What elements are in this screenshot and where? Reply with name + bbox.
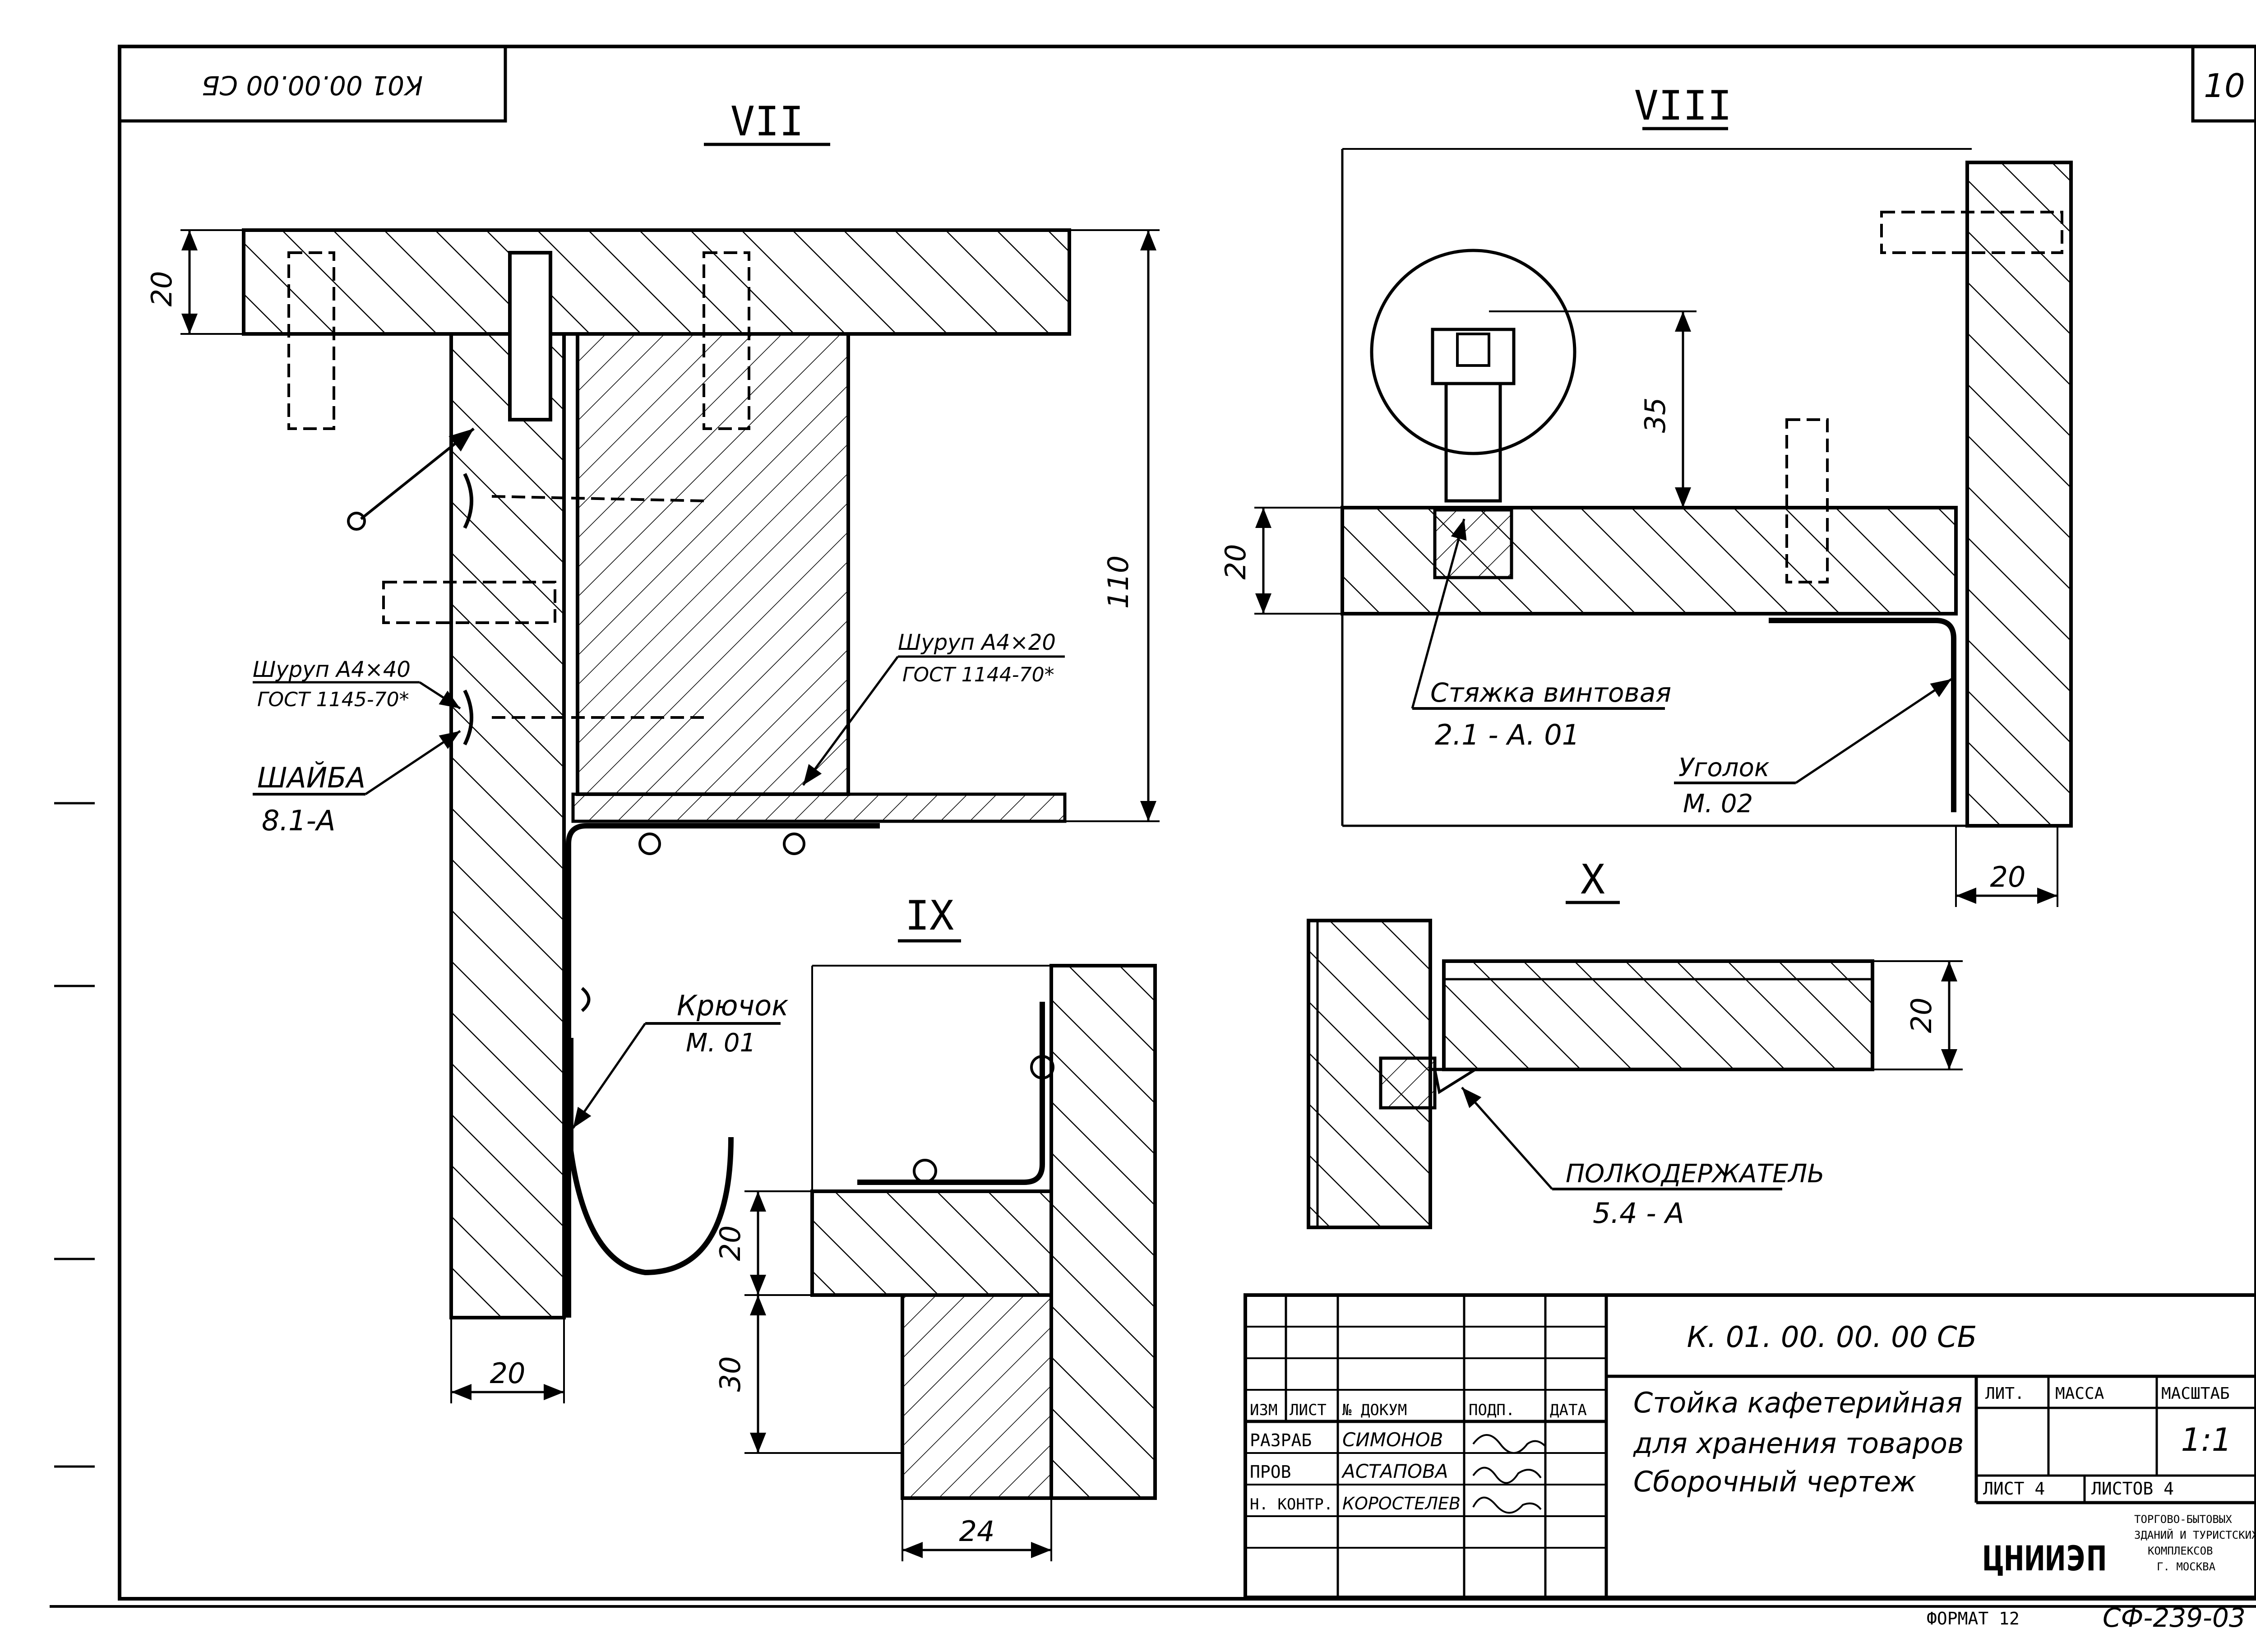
ix-dim-width: 24	[959, 1515, 995, 1548]
vii-wood-block	[576, 332, 850, 796]
rotated-code-box: К01 00.00.00 СБ	[118, 45, 507, 123]
tb-org-short: ЦНИИЭП	[1983, 1538, 2107, 1578]
vii-hook	[568, 1038, 734, 1276]
rotated-code: К01 00.00.00 СБ	[202, 70, 423, 101]
tb-role-check: ПРОВ	[1250, 1462, 1291, 1482]
tb-name-line3: Сборочный чертеж	[1633, 1465, 1916, 1498]
signatures	[1472, 1434, 1546, 1514]
x-dim-thickness: 20	[1905, 998, 1938, 1033]
vii-dim-height: 110	[1102, 555, 1135, 609]
callout-tie: Стяжка винтовая	[1430, 677, 1671, 708]
ix-vertical-board	[1049, 964, 1157, 1500]
tb-org-line2: ЗДАНИЙ И ТУРИСТСКИХ	[2134, 1528, 2256, 1541]
callout-screw-4x20: Шуруп А4×20	[898, 630, 1056, 655]
sheet-frame	[50, 45, 2256, 1608]
view-ix-label: IX	[905, 892, 954, 939]
view-ix: IX 20 30 24	[714, 892, 1157, 1561]
callout-screw-4x40: Шуруп А4×40	[253, 657, 411, 682]
tb-org-line4: Г. МОСКВА	[2157, 1560, 2216, 1573]
callout-washer-ref: 8.1-А	[262, 804, 335, 837]
callout-shelf-holder-ref: 5.4 - А	[1593, 1197, 1684, 1230]
vii-top-board	[242, 228, 1071, 336]
tb-name-line1: Стойка кафетерийная	[1633, 1386, 1962, 1419]
ix-wood-block	[901, 1293, 1053, 1500]
page-number: 10	[2204, 67, 2245, 105]
ix-dim-shelf: 20	[714, 1226, 747, 1261]
viii-dim-width: 20	[1990, 861, 2026, 893]
x-shelf	[1442, 959, 1874, 1071]
tb-sheets-label: ЛИСТОВ 4	[2091, 1479, 2174, 1499]
view-x: X 20 ПОЛКОДЕРЖАТЕЛЬ 5.4 - А	[1307, 856, 1963, 1230]
viii-dim-depth: 35	[1639, 398, 1672, 433]
callout-tie-ref: 2.1 - А. 01	[1435, 718, 1580, 751]
tb-col-sign: ПОДП.	[1469, 1401, 1515, 1419]
view-x-label: X	[1581, 856, 1605, 903]
tb-name-norm: КОРОСТЕЛЕВ	[1342, 1494, 1461, 1513]
tb-designation: К. 01. 00. 00. 00 СБ	[1687, 1321, 1977, 1354]
tb-col-date: ДАТА	[1550, 1401, 1587, 1419]
tb-mass-label: МАССА	[2055, 1384, 2104, 1403]
page-number-box: 10	[2191, 45, 2256, 123]
vii-dim-top-thickness: 20	[145, 271, 178, 307]
tb-col-list: ЛИСТ	[1290, 1401, 1327, 1419]
view-vii: VII 20	[145, 98, 1160, 1403]
tb-col-doc: № ДОКУМ	[1342, 1401, 1407, 1419]
x-shelf-holder	[1379, 1056, 1437, 1110]
album-code: СФ-239-03	[2103, 1602, 2246, 1633]
callout-angle-ref: М. 02	[1683, 789, 1753, 819]
view-vii-label: VII	[730, 98, 804, 145]
vii-angle-bracket	[566, 823, 880, 1318]
ix-shelf	[810, 1189, 1053, 1297]
callout-screw-4x40-gost: ГОСТ 1145-70*	[257, 688, 409, 711]
tb-role-develop: РАЗРАБ	[1250, 1430, 1312, 1450]
tb-org-line1: ТОРГОВО-БЫТОВЫХ	[2134, 1513, 2232, 1526]
viii-angle	[1769, 618, 1956, 812]
tb-org-line3: КОМПЛЕКСОВ	[2148, 1545, 2213, 1557]
tb-role-norm: Н. КОНТР.	[1250, 1495, 1333, 1513]
format-label: ФОРМАТ 12	[1927, 1609, 2020, 1629]
tb-lit-label: ЛИТ.	[1985, 1384, 2025, 1403]
tb-scale-label: МАСШТАБ	[2161, 1384, 2230, 1403]
tb-col-izm: ИЗМ	[1250, 1401, 1277, 1419]
vii-dim-bottom-width: 20	[490, 1357, 526, 1390]
ix-dim-block: 30	[714, 1356, 747, 1392]
vii-shelf-strip	[571, 792, 1067, 823]
tb-name-develop: СИМОНОВ	[1342, 1429, 1443, 1451]
callout-shelf-holder: ПОЛКОДЕРЖАТЕЛЬ	[1566, 1159, 1825, 1189]
viii-dim-thickness: 20	[1219, 544, 1252, 580]
title-block: ИЗМ ЛИСТ № ДОКУМ ПОДП. ДАТА РАЗРАБ ПРОВ …	[1244, 1293, 2256, 1599]
tb-name-check: АСТАПОВА	[1341, 1460, 1448, 1482]
view-viii-label: VIII	[1634, 82, 1732, 130]
callout-hook: Крючок	[677, 989, 789, 1022]
tb-scale-value: 1:1	[2181, 1421, 2232, 1458]
view-viii: VIII 35 20 20	[1219, 82, 2073, 907]
viii-vertical-board	[1965, 161, 2073, 828]
callout-hook-ref: М. 01	[686, 1028, 756, 1058]
callout-angle: Уголок	[1678, 753, 1770, 782]
tb-sheet-label: ЛИСТ 4	[1983, 1479, 2045, 1499]
callout-washer: ШАЙБА	[257, 761, 365, 794]
tb-name-line2: для хранения товаров	[1633, 1427, 1964, 1460]
viii-tie-circle	[1370, 249, 1576, 455]
callout-screw-4x20-gost: ГОСТ 1144-70*	[902, 663, 1054, 686]
